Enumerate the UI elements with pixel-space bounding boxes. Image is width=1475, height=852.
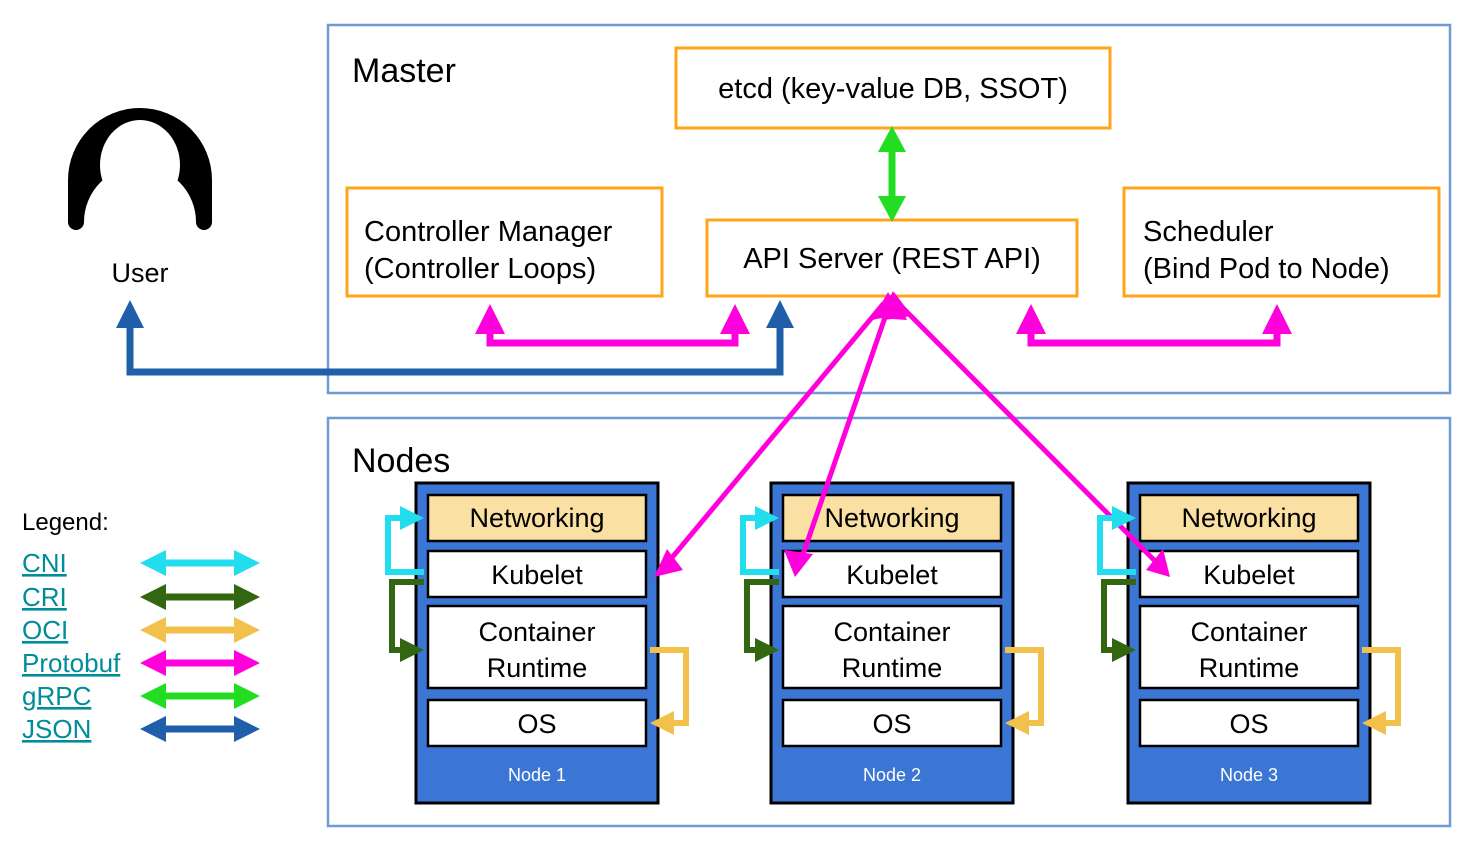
- scheduler-label-line1: Scheduler: [1143, 216, 1274, 248]
- master-zone-title: Master: [352, 52, 456, 90]
- node-3-container-runtime-label-line1: Container: [1190, 617, 1307, 647]
- protobuf-controller-manager-api-server-connector: [475, 304, 750, 347]
- node-1-kubelet-label: Kubelet: [491, 560, 583, 590]
- legend-item-cri-label[interactable]: CRI: [22, 582, 67, 612]
- node-2-group[interactable]: Networking Kubelet Container Runtime OS …: [769, 481, 1015, 805]
- scheduler-label-line2: (Bind Pod to Node): [1143, 253, 1390, 285]
- etcd-box[interactable]: [674, 46, 1112, 130]
- legend-item-protobuf-arrow: [140, 650, 260, 676]
- cni-node-3-connector: [1097, 506, 1136, 575]
- etcd-label: etcd (key-value DB, SSOT): [718, 73, 1068, 105]
- node-1-networking-label: Networking: [469, 503, 604, 533]
- node-2-os-label: OS: [872, 709, 911, 739]
- node-1-container-runtime-label-line2: Runtime: [487, 653, 588, 683]
- node-2-container-runtime-label-line2: Runtime: [842, 653, 943, 683]
- node-3-networking-label: Networking: [1181, 503, 1316, 533]
- node-1-os-label: OS: [517, 709, 556, 739]
- cni-node-2-connector: [740, 506, 779, 575]
- api-server-box[interactable]: [705, 218, 1079, 298]
- node-1-group[interactable]: Networking Kubelet Container Runtime OS …: [414, 481, 660, 805]
- legend-item-cni-label[interactable]: CNI: [22, 548, 67, 578]
- node-3-container-runtime-box[interactable]: [1138, 604, 1360, 690]
- legend-item-grpc-arrow: [140, 683, 260, 709]
- scheduler-box[interactable]: [1122, 186, 1441, 298]
- legend-item-oci-arrow: [140, 617, 260, 643]
- node-2-name-label: Node 2: [863, 765, 921, 785]
- user-label: User: [111, 258, 168, 288]
- node-3-kubelet-label: Kubelet: [1203, 560, 1295, 590]
- json-user-api-server-connector: [116, 300, 794, 376]
- node-3-name-label: Node 3: [1220, 765, 1278, 785]
- user-avatar-icon: [68, 108, 212, 230]
- node-2-os-box[interactable]: [781, 698, 1003, 748]
- node-3-kubelet-box[interactable]: [1138, 549, 1360, 599]
- node-1-container-runtime-label-line1: Container: [478, 617, 595, 647]
- node-2-container-runtime-label-line1: Container: [833, 617, 950, 647]
- node-1-os-box[interactable]: [426, 698, 648, 748]
- controller-manager-box[interactable]: [345, 186, 664, 298]
- legend-item-cri-arrow: [140, 584, 260, 610]
- node-2-kubelet-label: Kubelet: [846, 560, 938, 590]
- controller-manager-label-line2: (Controller Loops): [364, 253, 596, 285]
- legend-item-cni-arrow: [140, 550, 260, 576]
- node-1-container-runtime-box[interactable]: [426, 604, 648, 690]
- node-3-group[interactable]: Networking Kubelet Container Runtime OS …: [1126, 481, 1372, 805]
- grpc-etcd-api-server-connector: [878, 126, 906, 222]
- oci-node-1-connector: [650, 647, 689, 735]
- legend-item-json-label[interactable]: JSON: [22, 714, 91, 744]
- legend-item-json-arrow: [140, 716, 260, 742]
- node-2-networking-label: Networking: [824, 503, 959, 533]
- cri-node-2-connector: [744, 579, 779, 662]
- node-1-networking-box[interactable]: [426, 493, 648, 543]
- cri-node-1-connector: [389, 579, 424, 662]
- legend-item-oci-label[interactable]: OCI: [22, 615, 68, 645]
- node-2-container-runtime-box[interactable]: [781, 604, 1003, 690]
- node-2-kubelet-box[interactable]: [781, 549, 1003, 599]
- node-3-os-box[interactable]: [1138, 698, 1360, 748]
- node-1-kubelet-box[interactable]: [426, 549, 648, 599]
- oci-node-3-connector: [1362, 647, 1401, 735]
- legend-item-protobuf-label[interactable]: Protobuf: [22, 648, 121, 678]
- protobuf-scheduler-api-server-connector: [1016, 304, 1292, 347]
- node-3-os-label: OS: [1229, 709, 1268, 739]
- node-3-container-runtime-label-line2: Runtime: [1199, 653, 1300, 683]
- controller-manager-label-line1: Controller Manager: [364, 216, 613, 248]
- legend-item-grpc-label[interactable]: gRPC: [22, 681, 91, 711]
- node-1-name-label: Node 1: [508, 765, 566, 785]
- cni-node-1-connector: [385, 506, 424, 575]
- legend-title: Legend:: [22, 509, 109, 536]
- api-server-label: API Server (REST API): [743, 243, 1041, 275]
- node-3-networking-box[interactable]: [1138, 493, 1360, 543]
- cri-node-3-connector: [1101, 579, 1136, 662]
- nodes-zone-title: Nodes: [352, 442, 450, 480]
- oci-node-2-connector: [1005, 647, 1044, 735]
